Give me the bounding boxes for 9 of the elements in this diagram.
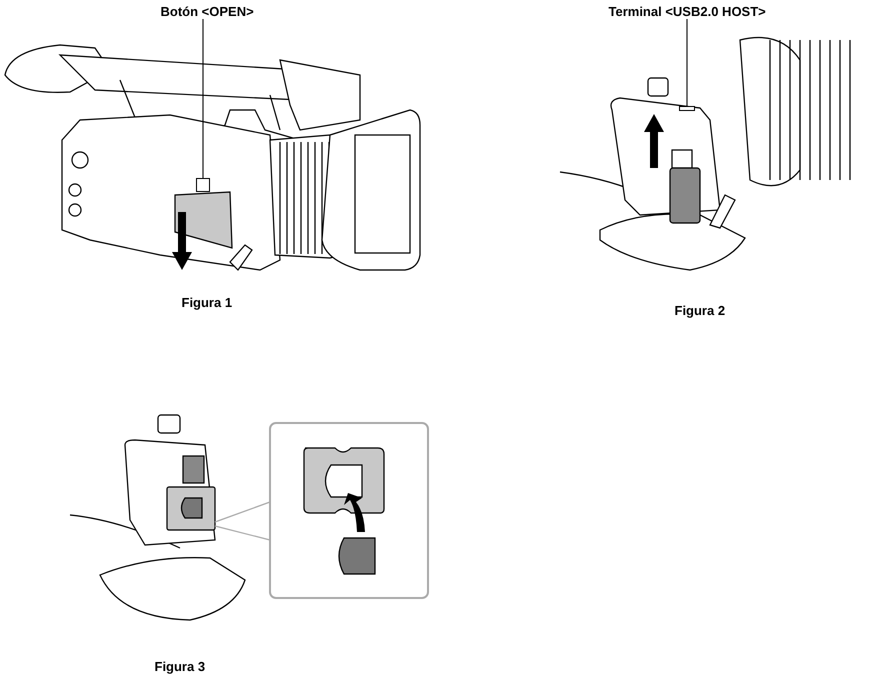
- leader-line: [686, 18, 688, 106]
- callout-label: Terminal <USB2.0 HOST>: [608, 4, 766, 19]
- leader-line: [202, 18, 204, 178]
- part-outline: [196, 178, 210, 192]
- part-outline: [679, 106, 695, 111]
- figure-caption: Figura 3: [154, 658, 206, 674]
- figure-caption: Figura 2: [674, 302, 726, 318]
- figure-caption: Figura 1: [182, 294, 232, 310]
- callout-label: Botón <OPEN>: [160, 4, 254, 19]
